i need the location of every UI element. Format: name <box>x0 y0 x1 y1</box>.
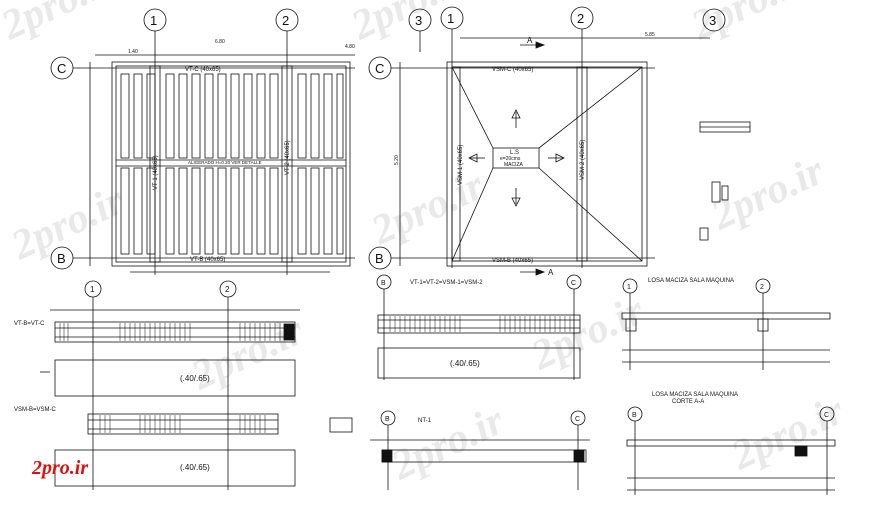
axis-label-2: 2 <box>760 284 764 291</box>
dim-top: 5.85 <box>645 32 655 38</box>
dim-top-3: 4.80 <box>345 44 355 50</box>
mid-sections <box>329 274 590 490</box>
axis-label-c: C <box>824 412 829 419</box>
beam-label-left: VT-1 (40x65) <box>153 155 159 190</box>
mid-title: VT-1=VT-2=VSM-1=VSM-2 <box>410 280 483 286</box>
section-mark: A <box>548 268 554 277</box>
slab-sections <box>621 278 836 495</box>
section-mark: A <box>527 36 533 45</box>
axis-label-b: B <box>632 412 637 419</box>
slab-outline <box>446 61 648 267</box>
dim-side: 5.20 <box>394 155 400 165</box>
grid-label-c: C <box>57 61 66 76</box>
watermark: 2pro.ir <box>4 177 132 269</box>
watermark: 2pro.ir <box>724 387 852 479</box>
beam-label-bottom: VSM-B (40x65) <box>492 258 533 264</box>
mid-size: (.40/.65) <box>450 359 480 368</box>
watermark-layer: 2pro.ir 2pro.ir 2pro.ir 2pro.ir 2pro.ir … <box>0 0 852 489</box>
beam-label-left: VSM-1 (40x65) <box>458 145 464 185</box>
opening-label: L.S <box>510 150 519 156</box>
left-plan <box>50 8 355 275</box>
axis-label-b: B <box>385 416 390 423</box>
opening-note: MACIZA <box>504 162 524 168</box>
watermark: 2pro.ir <box>384 397 512 489</box>
mid-sections-labels: B C VT-1=VT-2=VSM-1=VSM-2 (.40/.65) B C … <box>381 280 580 424</box>
grid-label-2: 2 <box>577 11 584 26</box>
opening-sub: e=20cms <box>500 156 521 162</box>
slab-outline <box>111 61 351 267</box>
slab2-title: LOSA MACIZA SALA MAQUINA <box>652 392 738 398</box>
slab2-subtitle: CORTE A-A <box>672 399 704 405</box>
grid-label-3: 3 <box>709 13 716 28</box>
slab-sections-labels: 1 2 LOSA MACIZA SALA MAQUINA B C LOSA MA… <box>627 278 829 419</box>
slab1-title: LOSA MACIZA SALA MAQUINA <box>648 278 734 284</box>
grid-label-b: B <box>375 251 384 266</box>
beam-sections-left-labels: 1 2 VT-B=VT-C (.40/.65) VSM-B=VSM-C (.40… <box>14 285 230 472</box>
beam-label-top: VSM-C (40x65) <box>492 67 533 73</box>
joists <box>120 73 344 255</box>
grid-label-c: C <box>375 61 384 76</box>
grid-label-1: 1 <box>150 13 157 28</box>
left-plan-labels: 1 2 C B VT-C (40x65) VT-B (40x65) VT-1 (… <box>57 13 355 266</box>
right-plan-labels: 3 1 2 3 C B VSM-C (40x65) VSM-B (40x65) … <box>375 11 716 277</box>
dim-top-2: 6.80 <box>215 39 225 45</box>
site-logo: 2pro.ir <box>31 457 88 479</box>
mid-beam-elevation <box>377 314 581 334</box>
watermark: 2pro.ir <box>704 147 832 239</box>
beam-label-right: VT-2 (40x65) <box>285 140 291 175</box>
axis-label-1: 1 <box>90 285 95 294</box>
axis-label-c: C <box>571 280 576 287</box>
axis-label-b: B <box>381 280 386 287</box>
slab2-section <box>626 439 836 447</box>
slab1-section <box>621 312 831 320</box>
watermark: 2pro.ir <box>364 162 492 254</box>
beam1-elevation <box>54 321 296 343</box>
beam2-elevation <box>87 413 279 435</box>
axis-label-2: 2 <box>225 285 230 294</box>
beam-label-bottom: VT-B (40x65) <box>190 257 225 263</box>
opening-box <box>492 147 540 169</box>
watermark: 2pro.ir <box>684 0 812 49</box>
axis-label-1: 1 <box>627 284 631 291</box>
beam2-size: (.40/.65) <box>180 463 210 472</box>
right-plan <box>368 6 726 276</box>
grid-label-b: B <box>57 251 66 266</box>
mid-beam-section <box>377 347 581 379</box>
grid-label-1: 1 <box>447 11 454 26</box>
beam1-title: VT-B=VT-C <box>14 321 45 327</box>
watermark: 2pro.ir <box>184 307 312 399</box>
center-note: ALIGERADO H=0.20 VER DETALLE <box>188 160 262 165</box>
joist-detail <box>699 121 751 241</box>
mid-stirrups <box>389 316 571 332</box>
beam2-section <box>54 449 296 487</box>
beam1-section <box>54 359 296 397</box>
beam-label-top: VT-C (40x65) <box>185 67 221 73</box>
beam2-title: VSM-B=VSM-C <box>14 407 57 413</box>
dim-top-1: 1.40 <box>128 49 138 55</box>
nt-title: NT-1 <box>418 418 432 424</box>
beam-label-right: VSM-2 (40x65) <box>580 140 586 180</box>
grid-label-3: 3 <box>415 13 422 28</box>
beam1-size: (.40/.65) <box>180 374 210 383</box>
watermark: 2pro.ir <box>0 0 122 49</box>
grid-label-2: 2 <box>282 13 289 28</box>
grid-bubble-3b <box>702 8 726 32</box>
beam1-stirrups <box>59 323 281 433</box>
axis-label-c: C <box>575 416 580 423</box>
